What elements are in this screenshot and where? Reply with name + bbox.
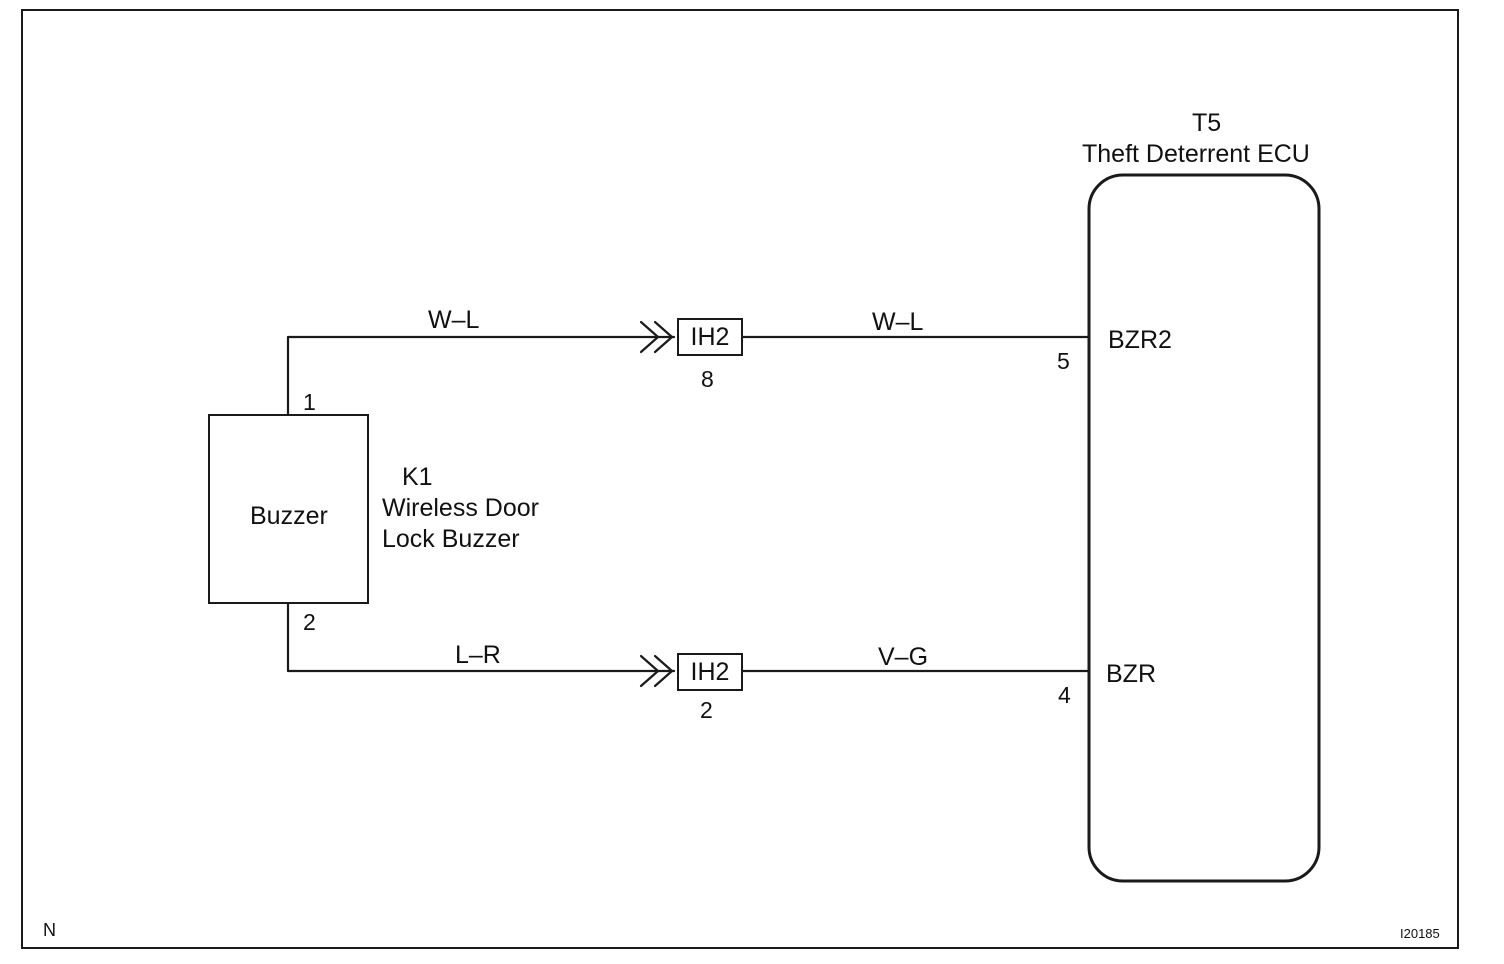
footer-left-mark: N [43, 920, 56, 940]
connector-chevron-upper [639, 320, 674, 354]
ecu-terminal-bzr2: BZR2 [1108, 326, 1172, 354]
ecu-name: Theft Deterrent ECU [1082, 140, 1310, 168]
connector-ih2-lower-label: IH2 [690, 657, 730, 686]
buzzer-code: K1 [402, 463, 433, 491]
wire-buzzer-pin1-to-ih2 [286, 335, 676, 417]
wire-label-lower-right: V–G [878, 643, 929, 671]
connector-ih2-upper-label: IH2 [690, 322, 730, 351]
buzzer-box-label: Buzzer [250, 502, 328, 530]
ecu-pin-4: 4 [1058, 682, 1071, 708]
ecu-box [1087, 173, 1321, 883]
buzzer-box [208, 414, 369, 604]
ecu-pin-5: 5 [1057, 348, 1070, 374]
buzzer-pin-2: 2 [303, 609, 316, 635]
buzzer-name-line2: Lock Buzzer [382, 525, 520, 553]
buzzer-pin-1: 1 [303, 389, 316, 415]
wire-label-upper-left: W–L [428, 306, 480, 334]
wire-label-upper-right: W–L [872, 308, 924, 336]
wire-buzzer-pin2-to-ih2 [286, 602, 676, 673]
ecu-terminal-bzr: BZR [1106, 660, 1156, 688]
buzzer-name-line1: Wireless Door [382, 494, 539, 522]
wire-label-lower-left: L–R [455, 641, 501, 669]
connector-ih2-upper-pin: 8 [701, 366, 714, 392]
figure-id: I20185 [1400, 926, 1440, 941]
diagram-frame [21, 9, 1459, 949]
connector-ih2-upper: IH2 [677, 318, 743, 356]
connector-chevron-lower [639, 654, 674, 688]
connector-ih2-lower: IH2 [677, 653, 743, 691]
connector-ih2-lower-pin: 2 [700, 697, 713, 723]
ecu-code: T5 [1192, 109, 1222, 137]
